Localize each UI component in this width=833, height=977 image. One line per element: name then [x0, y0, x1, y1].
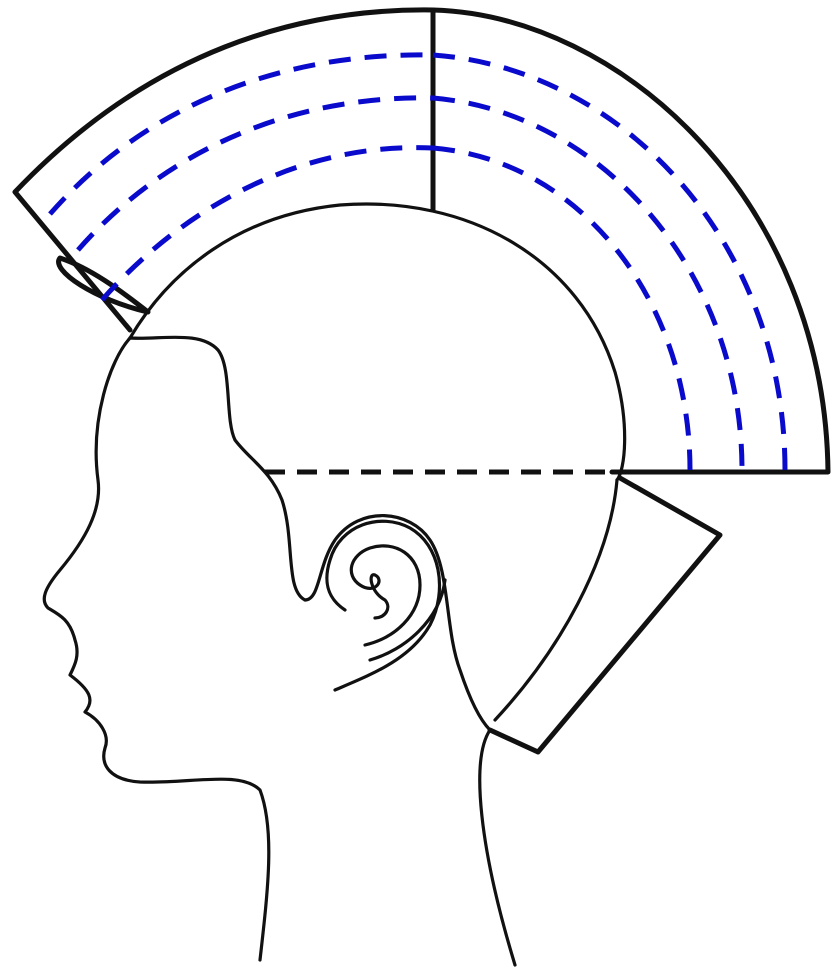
hairline-outline [130, 337, 305, 600]
guide-arc-outer-left [50, 55, 433, 214]
guide-arc-inner-right [433, 148, 690, 470]
ear-inner [351, 546, 420, 645]
face-profile-outline [44, 338, 269, 960]
guide-arc-inner-left [102, 148, 433, 300]
lower-back-wedge [490, 478, 720, 752]
nape-outline [495, 480, 617, 720]
guide-arc-outer-right [433, 55, 785, 470]
hair-section-top-right [433, 10, 828, 472]
back-of-head-outline [305, 516, 515, 965]
